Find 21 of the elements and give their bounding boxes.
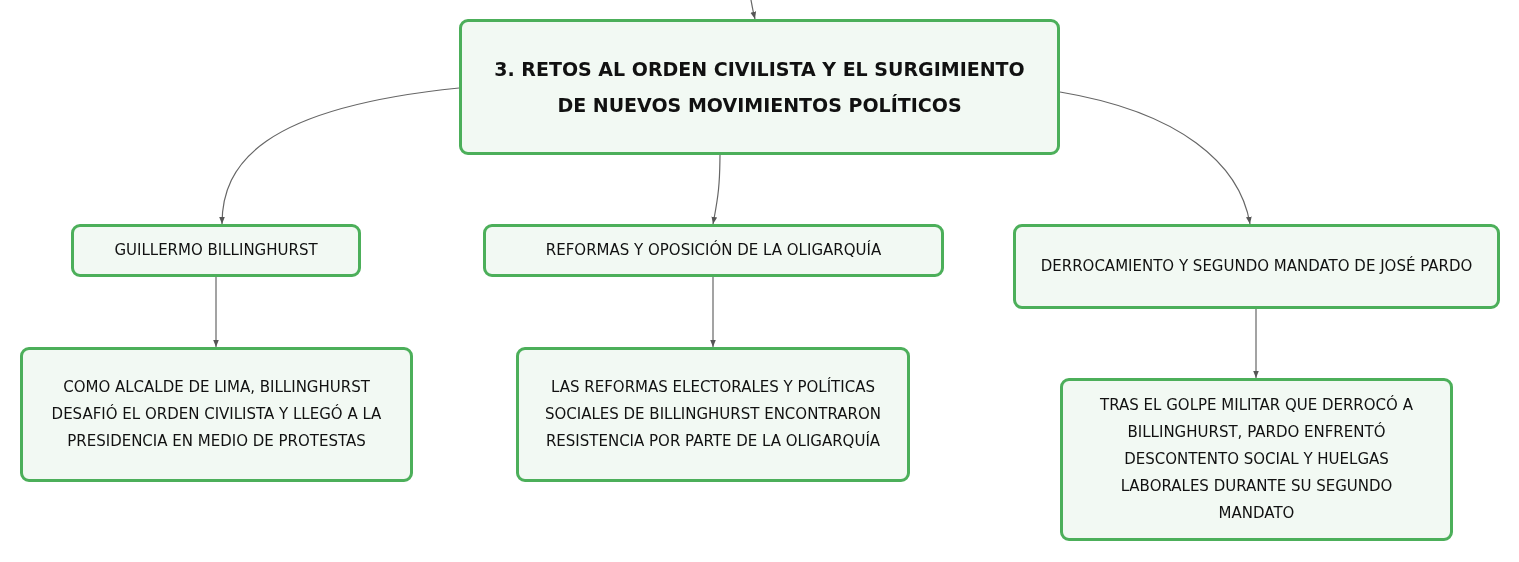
subtopic-box: [483, 224, 944, 277]
arrow: [1059, 91, 1252, 225]
node-text: GUILLERMO BILLINGHURST: [114, 240, 318, 261]
arrow: [219, 87, 460, 225]
subtopic-box: [516, 347, 910, 482]
node-text: TRAS EL GOLPE MILITAR QUE DERROCÓ A BILLINGHURST, PARDO ENFRENTÓ DESCONTENTO SOCIAL Y HUELGAS LABORALES DURANTE SU SEGUNDO MANDATO: [1099, 394, 1414, 524]
arrow: [213, 276, 219, 348]
node-text: REFORMAS Y OPOSICIÓN DE LA OLIGARQUÍA: [545, 239, 882, 261]
node-text: DERROCAMIENTO Y SEGUNDO MANDATO DE JOSÉ PARDO: [1040, 255, 1473, 277]
subtopic-box: [71, 224, 361, 277]
node-text: LAS REFORMAS ELECTORALES Y POLÍTICAS SOCIALES DE BILLINGHURST ENCONTRARON RESISTENCIA POR PARTE DE LA OLIGARQUÍA: [543, 376, 883, 452]
node-text: 3. RETOS AL ORDEN CIVILISTA Y EL SURGIMIENTO DE NUEVOS MOVIMIENTOS POLÍTICOS: [493, 57, 1026, 118]
arrow: [710, 276, 716, 348]
arrow: [750, 0, 757, 20]
topic-box: [459, 19, 1060, 155]
node-text: COMO ALCALDE DE LIMA, BILLINGHURST DESAFIÓ EL ORDEN CIVILISTA Y LLEGÓ A LA PRESIDENCIA EN MEDIO DE PROTESTAS: [50, 377, 383, 452]
arrow: [1253, 308, 1259, 379]
subtopic-box: [20, 347, 413, 482]
subtopic-box: [1060, 378, 1453, 541]
subtopic-box: [1013, 224, 1500, 309]
arrow: [711, 154, 721, 225]
